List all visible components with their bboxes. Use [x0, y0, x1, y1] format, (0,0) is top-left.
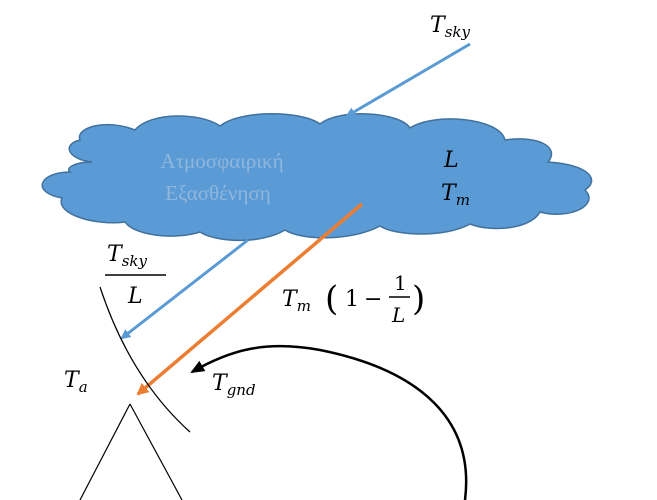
svg-text:Tm: Tm	[282, 287, 311, 315]
t-sky-attenuated-label: Tsky L	[105, 242, 166, 309]
cloud-label-line1: Ατμοσφαιρική	[160, 149, 283, 173]
antenna-right-leg	[129, 403, 183, 500]
sky-attenuated-arrow	[120, 238, 249, 340]
svg-text:−: −	[364, 287, 382, 312]
svg-text:L: L	[127, 284, 143, 309]
sky-incoming-arrow	[345, 42, 471, 118]
t-antenna-label: Ta	[64, 368, 88, 396]
cloud-label-line2: Εξασθένηση	[165, 181, 270, 205]
t-sky-top-label: Tsky	[430, 13, 470, 41]
cloud-shape	[41, 113, 593, 242]
svg-text:L: L	[391, 303, 405, 327]
svg-text:(: (	[325, 279, 338, 319]
t-ground-label: Tgnd	[212, 371, 256, 399]
svg-text:1: 1	[394, 271, 407, 295]
atm-emission-arrow	[136, 202, 364, 396]
svg-text:1: 1	[345, 287, 359, 312]
antenna-left-leg	[79, 403, 131, 500]
cloud-temp-symbol: Tm	[441, 181, 470, 209]
atmosphere-cloud: Ατμοσφαιρική Εξασθένηση L Tm	[41, 113, 593, 242]
antenna-aperture-arc	[99, 286, 191, 433]
t-atm-emission-label: Tm ( 1 − 1 L )	[282, 271, 425, 327]
ground-return-arrow	[190, 344, 468, 500]
cloud-loss-symbol: L	[443, 148, 459, 173]
svg-text:Tsky: Tsky	[107, 242, 147, 270]
svg-text:): )	[412, 279, 425, 319]
